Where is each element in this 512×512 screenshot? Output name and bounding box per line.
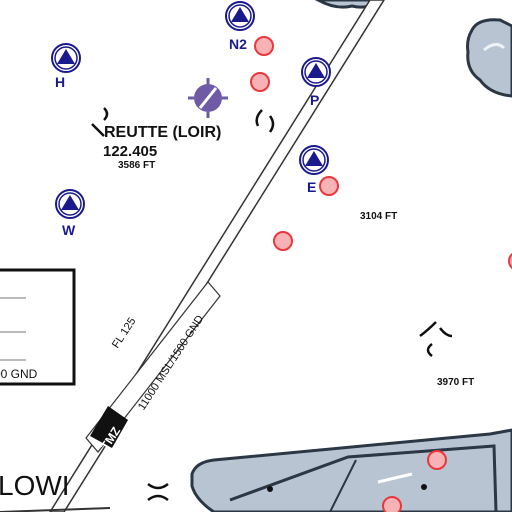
reporting-point-h-label: H bbox=[55, 74, 66, 90]
airspace-box-frame bbox=[85, 281, 221, 453]
obstacle-marker bbox=[273, 231, 293, 251]
left-panel-frame bbox=[0, 268, 76, 386]
obstacle-marker bbox=[508, 253, 512, 269]
reporting-point-p-label: P bbox=[310, 92, 320, 108]
pass-symbol bbox=[91, 107, 453, 502]
obstacle-marker bbox=[254, 36, 274, 56]
airfield-symbol[interactable] bbox=[188, 78, 228, 118]
navaid-dot bbox=[421, 484, 427, 490]
navaid-dot bbox=[267, 486, 273, 492]
runway-mark bbox=[377, 472, 413, 484]
reporting-point-p-symbol[interactable] bbox=[301, 57, 331, 87]
obstacle-marker bbox=[250, 72, 270, 92]
obstacle-marker bbox=[427, 450, 447, 470]
reporting-point-n2-label: N2 bbox=[229, 36, 247, 52]
reporting-point-h-symbol[interactable] bbox=[51, 43, 81, 73]
left-panel-partial-label: 00 GND bbox=[0, 367, 38, 381]
valley-outline bbox=[229, 444, 498, 512]
terrain-area-right bbox=[466, 18, 512, 98]
terrain-elevation-b: 3970 FT bbox=[437, 377, 475, 388]
reporting-point-w-symbol[interactable] bbox=[55, 189, 85, 219]
valley-outline-2 bbox=[329, 459, 357, 512]
terrain-elevation-a: 3104 FT bbox=[360, 211, 398, 222]
terrain-area-bottom bbox=[190, 428, 512, 512]
obstacle-marker bbox=[319, 176, 339, 196]
reporting-point-e-symbol[interactable] bbox=[299, 145, 329, 175]
airfield-elevation: 3586 FT bbox=[118, 160, 156, 171]
airfield-frequency: 122.405 bbox=[103, 143, 158, 160]
tmz-tag bbox=[90, 406, 128, 448]
terrain-area-right-inner bbox=[483, 43, 506, 52]
airfield-name: REUTTE (LOIR) bbox=[104, 124, 222, 141]
reporting-point-e-label: E bbox=[307, 179, 317, 195]
reporting-point-w-label: W bbox=[62, 222, 76, 238]
bottom-airport-label: LOWI bbox=[0, 470, 70, 501]
obstacle-markers bbox=[250, 36, 512, 512]
bottom-rule bbox=[0, 507, 111, 512]
obstacle-marker bbox=[382, 496, 402, 512]
reporting-point-n2-symbol[interactable] bbox=[225, 1, 255, 31]
